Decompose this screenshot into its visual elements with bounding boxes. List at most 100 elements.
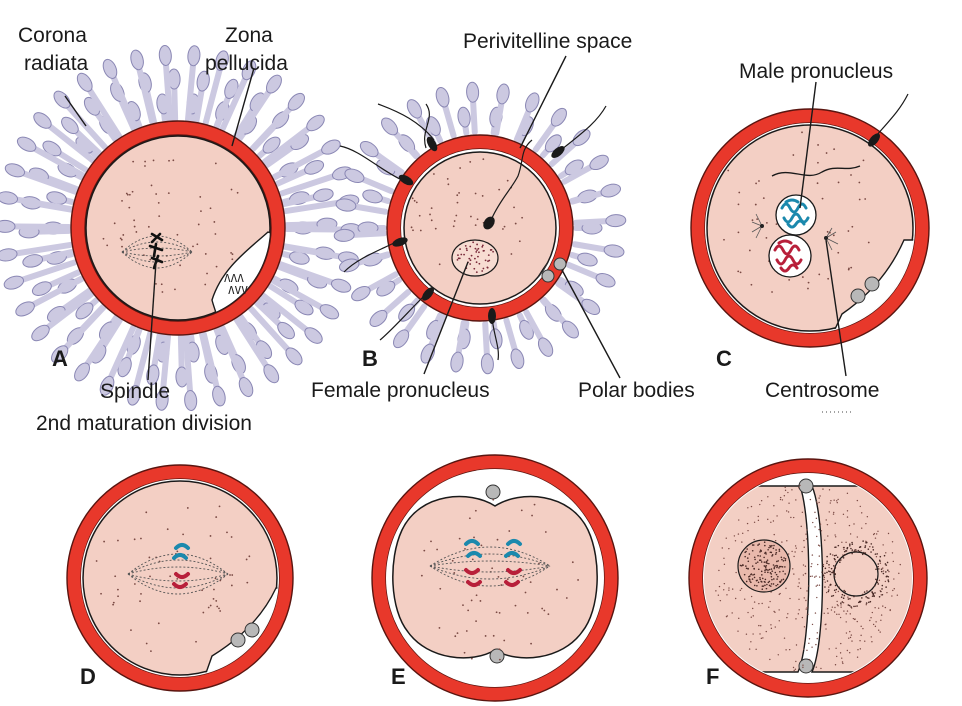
corona-cell (480, 353, 494, 375)
label-zona-line2: pellucida (205, 52, 288, 75)
corona-cell (75, 302, 94, 320)
polar-body (230, 632, 246, 648)
polar-chromosomes: ΛΛΛ (224, 272, 244, 285)
corona-leader (64, 95, 87, 127)
corona-cell (561, 320, 579, 339)
panel-e (371, 454, 619, 702)
label-corona-line1: Corona (18, 24, 87, 47)
polar-body (798, 658, 814, 674)
corona-cell (406, 99, 423, 119)
corona-cell (102, 58, 118, 79)
corona-cell (215, 50, 229, 71)
anaphase-spindle (429, 546, 551, 587)
oocyte-cytoplasm (403, 151, 557, 305)
label-spindle-line1: Spindle (100, 380, 170, 403)
label-spindle-line2: 2nd maturation division (36, 412, 252, 435)
corona-cell (435, 86, 450, 108)
corona-cell (196, 70, 210, 92)
corona-cell (266, 74, 282, 94)
corona-cell (74, 362, 90, 382)
panel-d (66, 464, 294, 692)
corona-cell (0, 219, 16, 233)
cleaving-cytoplasm (392, 495, 598, 659)
polar-body (864, 276, 880, 292)
corona-cell (393, 329, 410, 349)
corona-cell (510, 348, 525, 370)
label-centrosome: Centrosome (765, 379, 879, 402)
blastomere-nucleus (833, 551, 879, 597)
corona-cell (330, 278, 352, 293)
corona-cell (31, 324, 50, 342)
spindle-leader (147, 261, 157, 381)
corona-cell (238, 377, 254, 398)
corona-cell (184, 390, 198, 412)
polar-body (541, 269, 555, 283)
panel-letter-c: C (716, 346, 732, 371)
corona-cell (16, 136, 37, 152)
svg-text:ɅVV: ɅVV (228, 284, 248, 297)
corona-cell (155, 389, 169, 411)
polar-body (244, 622, 260, 638)
corona-cell (362, 189, 383, 204)
zona-pellucida (387, 135, 573, 321)
corona-cell (338, 258, 360, 273)
corona-cell (572, 129, 591, 147)
polar-body (553, 257, 567, 271)
male-pronucleus-leader (799, 81, 817, 209)
corona-cell (457, 106, 471, 128)
label-male-pronucleus: Male pronucleus (739, 60, 893, 83)
panel-b (333, 55, 627, 379)
sperm-heads (392, 136, 565, 324)
label-perivitelline: Perivitelline space (463, 30, 632, 53)
zona-pellucida (372, 455, 618, 701)
corona-cell (0, 191, 19, 205)
corona-cell (99, 375, 115, 396)
corona-cell (33, 112, 52, 129)
corona-cell (381, 117, 399, 136)
zona-pellucida (71, 121, 285, 335)
polar-bodies-leader (561, 269, 621, 379)
corona-cell (127, 385, 141, 406)
zona-pellucida (67, 465, 293, 691)
corona-cell (53, 90, 71, 109)
corona-cell (187, 45, 201, 67)
corona-cell (369, 309, 388, 327)
corona-cell (306, 114, 325, 132)
zona-pellucida (691, 109, 929, 347)
centrosome-leader (825, 239, 847, 377)
corona-cell (277, 321, 295, 340)
corona-cell (321, 139, 341, 155)
panel-letter-b: B (362, 346, 378, 371)
sperm-tail (771, 165, 861, 177)
corona-cell (537, 337, 554, 357)
polar-body (850, 288, 866, 304)
corona-cell (420, 343, 435, 364)
corona-cell (577, 252, 598, 267)
panel-f (688, 458, 928, 698)
corona-cell (351, 285, 371, 302)
corona-cell (333, 228, 355, 242)
sperm-head (483, 216, 495, 230)
zona-leader (231, 67, 255, 147)
corona-cell (0, 248, 18, 262)
panel-a: ΛΛΛ ɅVV (0, 44, 362, 412)
corona-cell (319, 304, 340, 320)
panel-letter-d: D (80, 664, 96, 689)
cytoplasm-stipple (102, 159, 239, 293)
chromosomes (148, 232, 164, 270)
paternal-chromosomes (172, 543, 190, 560)
paternal-chromosomes (464, 539, 522, 558)
label-female-pronucleus: Female pronucleus (311, 379, 490, 402)
corona-cell (158, 44, 172, 66)
label-zona-line1: Zona (225, 24, 273, 47)
corona-cell (130, 49, 144, 71)
corona-cell (304, 160, 325, 175)
corona-cell (31, 281, 52, 296)
corona-cell (262, 136, 281, 154)
polar-body (485, 484, 501, 500)
corona-cell (61, 116, 79, 135)
corona-cell (51, 345, 69, 364)
corona-cell (605, 214, 627, 228)
corona-cell (344, 168, 365, 183)
